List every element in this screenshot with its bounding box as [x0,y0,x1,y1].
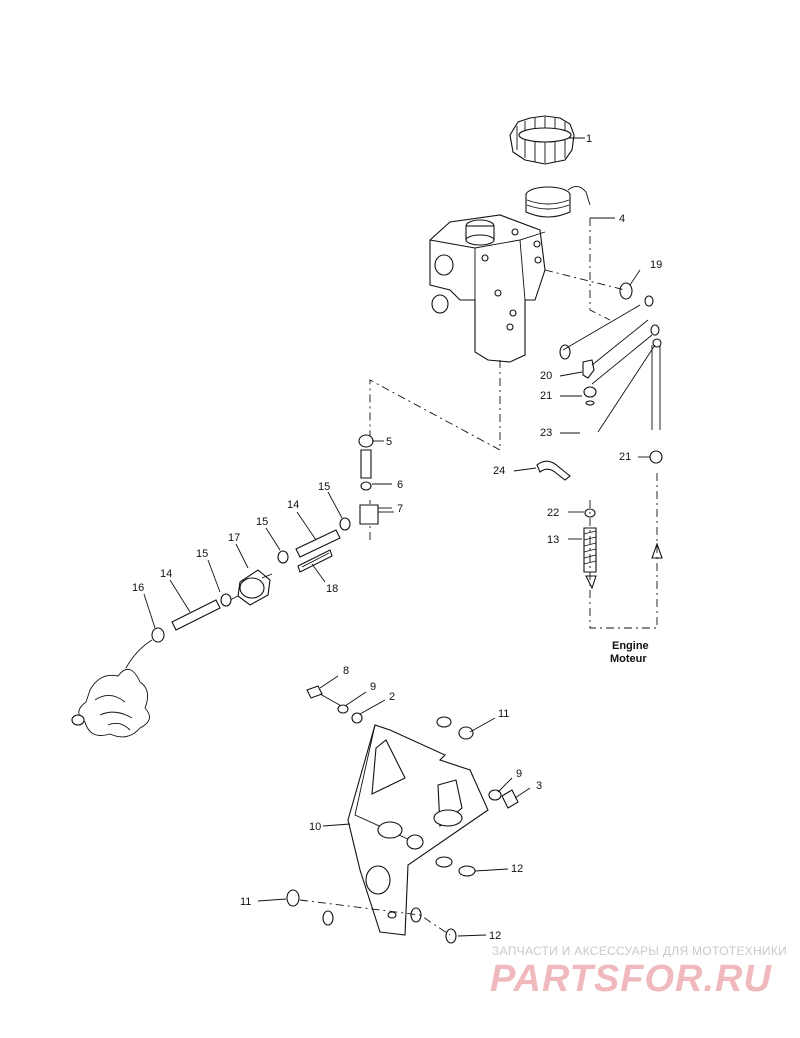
watermark-logo: PARTSFOR.RU [490,958,772,1000]
callout-12: 12 [511,863,523,875]
callout-21: 21 [540,390,552,402]
callout-17: 17 [228,532,240,544]
callout-2: 2 [389,691,395,703]
callout-18: 18 [326,583,338,595]
routing-dashed-lines [369,218,658,629]
callout-6: 6 [397,479,403,491]
watermark-tagline: ЗАПЧАСТИ И АКСЕССУАРЫ ДЛЯ МОТОТЕХНИКИ [492,944,788,958]
callout-7: 7 [397,503,403,515]
callout-1: 1 [586,133,592,145]
fuel-filter [229,569,273,606]
callout-15: 15 [318,481,330,493]
callout-5: 5 [386,436,392,448]
filler-neck [525,186,591,218]
callout-numbers: 1 4 19 20 21 23 21 5 6 7 24 22 13 15 14 … [132,133,662,942]
callout-22: 22 [547,507,559,519]
mounting-bracket [347,724,489,936]
callout-12: 12 [489,930,501,942]
oil-tank-group [369,115,663,629]
fuel-line-group [71,434,394,738]
callout-15: 15 [196,548,208,560]
leader-lines [143,137,650,937]
callout-15: 15 [256,516,268,528]
tank-cap [509,115,575,165]
callout-11: 11 [240,896,251,908]
callout-9: 9 [370,681,376,693]
callout-13: 13 [547,534,559,546]
engine-label-en: Engine [612,640,649,652]
callout-19: 19 [650,259,662,271]
engine-label: Engine Moteur [610,640,649,665]
callout-23: 23 [540,427,552,439]
callout-10: 10 [309,821,321,833]
callout-14: 14 [160,568,172,580]
bracket-group [286,685,519,944]
hose-lines [562,304,656,433]
callout-4: 4 [619,213,625,225]
callout-11: 11 [498,708,509,720]
callout-8: 8 [343,665,349,677]
callout-16: 16 [132,582,144,594]
callout-21: 21 [619,451,631,463]
callout-24: 24 [493,465,505,477]
fuel-pump-engine-area [71,668,150,738]
callout-20: 20 [540,370,552,382]
engine-label-fr: Moteur [610,653,647,665]
oil-tank [429,214,546,363]
callout-3: 3 [536,780,542,792]
callout-14: 14 [287,499,299,511]
callout-9: 9 [516,768,522,780]
